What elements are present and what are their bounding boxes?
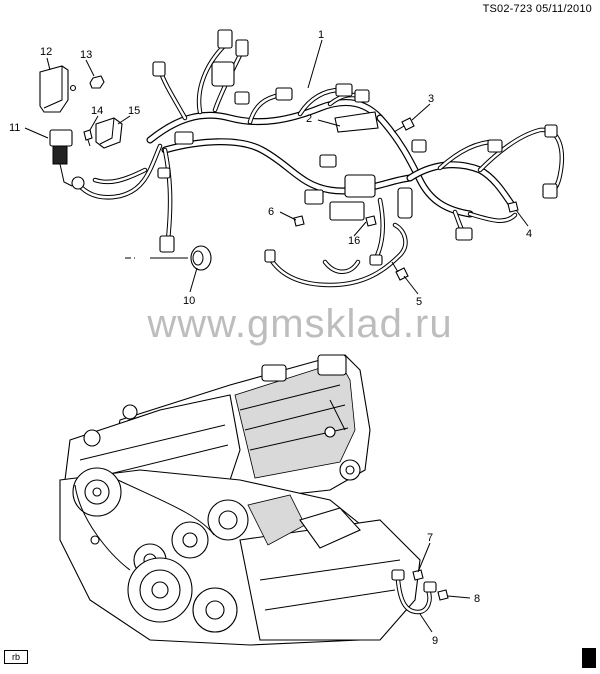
callout-2: 2 [306,113,312,125]
diagram-date: 05/11/2010 [535,3,592,15]
callout-4: 4 [526,228,532,240]
callout-13: 13 [80,49,92,61]
diagram-id: TS02-723 [482,3,533,15]
callout-6: 6 [268,206,274,218]
leader-lines [24,39,529,633]
diagram-header: TS02-723 05/11/2010 [483,3,592,15]
callout-14: 14 [91,105,103,117]
engine-assembly [59,354,421,646]
callout-7: 7 [427,532,433,544]
callout-5: 5 [416,296,422,308]
wiring-harness [72,42,565,288]
ground-strap-part-9 [391,569,449,615]
bracket-part-15 [95,117,123,149]
watermark: www.gmsklad.ru [147,302,453,346]
callout-labels: 1 2 3 4 5 6 7 8 9 10 11 12 13 14 15 16 [9,29,532,647]
callout-11: 11 [9,122,20,134]
bolts [293,117,519,281]
callout-16: 16 [348,235,360,247]
callout-3: 3 [428,93,434,105]
callout-8: 8 [474,593,480,605]
bolt-part-14 [83,129,93,147]
nut-part-13 [89,75,105,89]
corner-tag: rb [4,650,28,664]
callout-9: 9 [432,635,438,647]
callout-12: 12 [40,46,52,58]
grommet-part-10 [125,245,212,271]
callout-15: 15 [128,105,140,117]
sensor-part-11 [49,129,85,190]
bracket-part-12 [39,65,77,113]
callout-1: 1 [318,29,324,41]
sheet-badge-icon [582,648,596,668]
harness-connectors [152,29,558,266]
callout-10: 10 [183,295,195,307]
